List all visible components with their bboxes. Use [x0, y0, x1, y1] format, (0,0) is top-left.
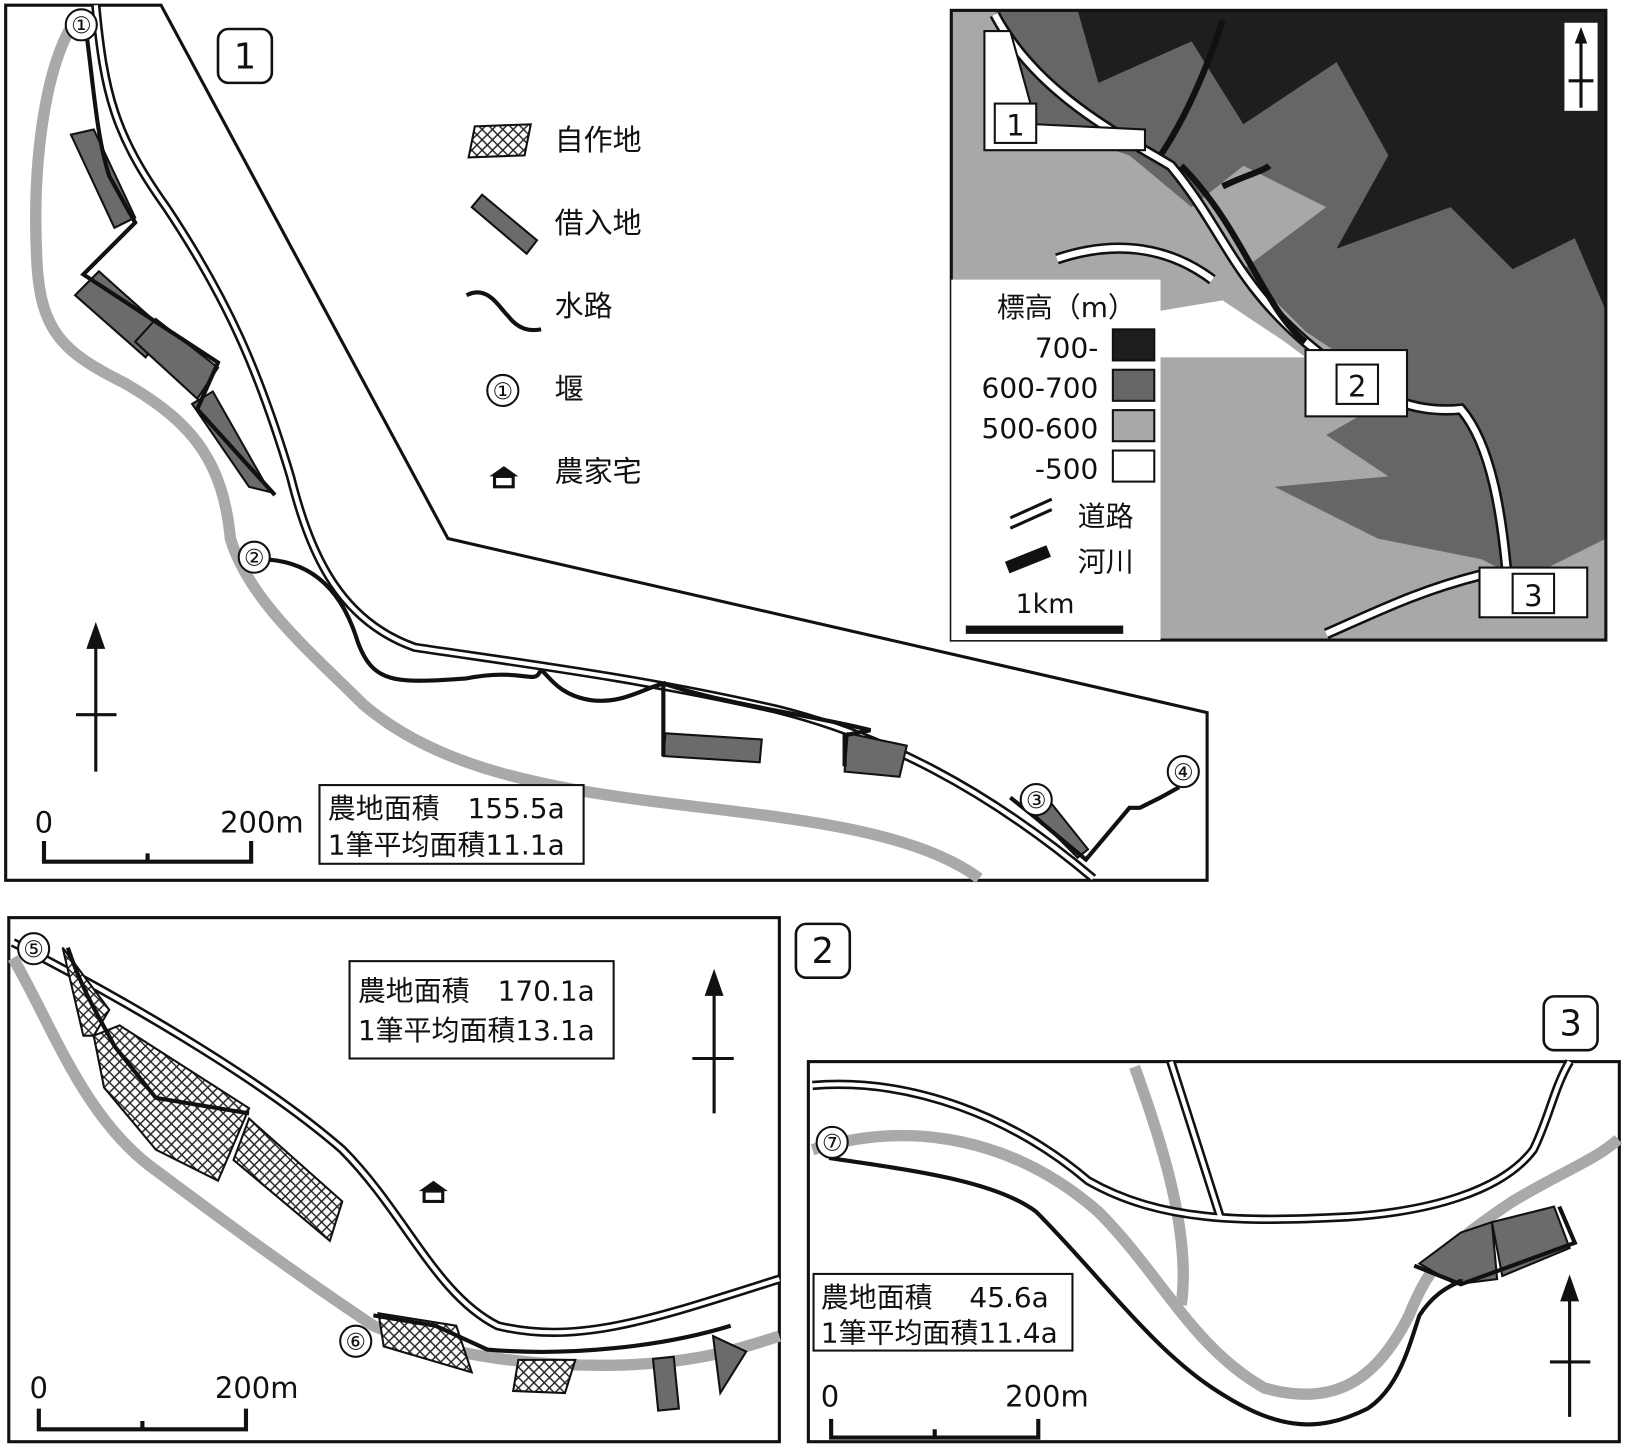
road [10, 938, 781, 1338]
farm-area: 農地面積 45.6a [821, 1281, 1049, 1314]
road [812, 1059, 1574, 1224]
weir-3-label: ③ [1026, 788, 1046, 814]
north-arrow-icon [692, 968, 734, 1114]
panel-1-map: ① ② ③ ④ 1 0 200m 農地面積 155.5a 1筆平均面積11.1a [4, 3, 1209, 883]
rented-fields [1417, 1205, 1571, 1286]
panel-3-label: 3 [1559, 1004, 1581, 1045]
weir-1-label: ① [71, 13, 91, 39]
road-swatch [1009, 497, 1053, 530]
class-500-600-label: 500-600 [982, 412, 1099, 445]
scale-bar: 0 200m [35, 806, 304, 864]
panel-2-label: 2 [812, 931, 834, 972]
stats-box: 農地面積 170.1a 1筆平均面積13.1a [348, 960, 615, 1060]
north-arrow-icon [1549, 1274, 1591, 1417]
farmhouse-icon [418, 1180, 448, 1203]
class-600-700-label: 600-700 [982, 372, 1099, 405]
inset-area-1: 1 [1006, 109, 1024, 143]
rented-land-swatch [470, 193, 539, 256]
avg-parcel-area: 1筆平均面積13.1a [358, 1014, 595, 1047]
scale-end: 200m [220, 806, 304, 840]
river [810, 1064, 1623, 1400]
avg-parcel-area: 1筆平均面積11.4a [821, 1316, 1058, 1349]
stats-box: 農地面積 45.6a 1筆平均面積11.4a [812, 1272, 1074, 1352]
class-700-label: 700- [1035, 331, 1098, 364]
weir-2-label: ② [244, 546, 264, 572]
river-legend-label: 河川 [1078, 546, 1134, 579]
river-swatch [1004, 545, 1051, 574]
farmhouse-icon [489, 466, 519, 489]
farm-area: 農地面積 155.5a [328, 792, 565, 825]
class-below-500-label: -500 [1035, 453, 1098, 486]
rented-fields [69, 128, 1090, 859]
water-channel [828, 1155, 1578, 1427]
north-arrow-icon [76, 621, 117, 772]
road-legend-label: 道路 [1078, 500, 1134, 533]
inset-elevation-map: 1 2 3 標高（m） 700- 600-700 500-600 -500 道路 [949, 8, 1608, 642]
weir-6-label: ⑥ [346, 1330, 366, 1356]
panel-1-label: 1 [234, 36, 256, 77]
avg-parcel-area: 1筆平均面積11.1a [328, 828, 565, 861]
inset-scale-label: 1km [1016, 589, 1075, 620]
weir-4-label: ④ [1173, 760, 1193, 786]
panel-1-frame [4, 3, 1209, 882]
legend-channel: 水路 [555, 289, 613, 323]
stats-box: 農地面積 155.5a 1筆平均面積11.1a [318, 784, 585, 865]
terrain-below-500 [1160, 300, 1306, 358]
channel-swatch [465, 290, 542, 333]
weir-7-label: ⑦ [822, 1131, 842, 1157]
scale-bar: 0 200m [821, 1380, 1089, 1440]
legend-rented-land: 借入地 [555, 206, 642, 240]
inset-area-3: 3 [1524, 579, 1542, 613]
weir-markers: ① ② ③ ④ [64, 8, 1200, 817]
inset-scale-bar [965, 625, 1124, 634]
scale-bar: 0 200m [30, 1371, 299, 1432]
legend-farmhouse: 農家宅 [555, 455, 642, 489]
legend: 自作地 借入地 水路 ① 堰 農家宅 [465, 123, 642, 489]
inset-legend: 標高（m） 700- 600-700 500-600 -500 道路 河川 1k… [951, 279, 1161, 641]
water-channel [65, 947, 732, 1354]
legend-own-land: 自作地 [555, 123, 642, 157]
farm-area: 農地面積 170.1a [358, 975, 595, 1008]
panel-3-map: ⑦ 3 0 200m 農地面積 45.6a 1筆平均面積11.4a [806, 995, 1623, 1444]
scale-zero: 0 [821, 1380, 839, 1414]
weir-swatch: ① [493, 379, 513, 405]
weir-5-label: ⑤ [23, 937, 43, 963]
scale-end: 200m [215, 1371, 299, 1405]
legend-weir: 堰 [555, 372, 584, 406]
panel-2-map: ⑤ ⑥ 2 0 200m 農地面積 170.1a 1筆平均面積13.1a [7, 916, 852, 1444]
elevation-legend-title: 標高（m） [997, 291, 1136, 324]
road [91, 4, 1097, 882]
inset-river [1157, 19, 1308, 345]
scale-end: 200m [1005, 1380, 1089, 1414]
inset-area-2: 2 [1348, 370, 1366, 404]
river [30, 17, 983, 883]
water-channel [80, 10, 1181, 863]
scale-zero: 0 [30, 1371, 48, 1405]
terrain-500-600 [951, 10, 1606, 641]
inset-north-arrow-icon [1564, 22, 1598, 111]
rented-fields [651, 1334, 748, 1412]
scale-zero: 0 [35, 806, 53, 840]
own-land-swatch [467, 123, 533, 159]
